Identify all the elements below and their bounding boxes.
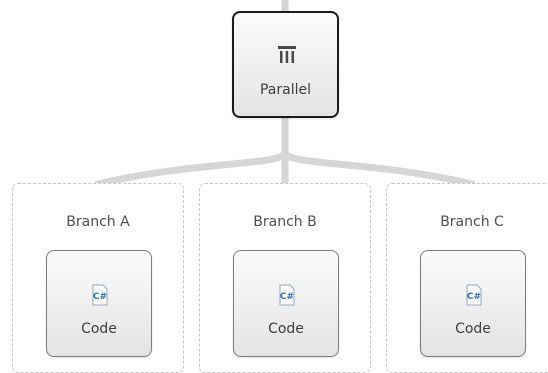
branch-title: Branch A — [66, 214, 130, 230]
branch-title: Branch B — [253, 214, 317, 230]
code-activity[interactable]: C# Code — [233, 250, 339, 357]
connector-branch-a — [94, 114, 289, 188]
connector-branch-c — [281, 148, 476, 188]
branch-connectors — [94, 0, 476, 188]
code-label: Code — [455, 321, 491, 337]
code-activity[interactable]: C# Code — [46, 250, 152, 357]
csharp-icon: C# — [466, 284, 482, 306]
svg-text:C#: C# — [93, 292, 107, 302]
code-activity[interactable]: C# Code — [420, 250, 526, 357]
parallel-activity[interactable]: Parallel — [232, 11, 339, 118]
parallel-label: Parallel — [259, 82, 311, 98]
svg-text:C#: C# — [280, 292, 294, 302]
branch-c-container[interactable]: Branch C C# Code — [386, 183, 548, 373]
csharp-icon: C# — [92, 284, 108, 306]
parallel-icon — [278, 46, 296, 63]
code-label: Code — [81, 321, 117, 337]
csharp-icon: C# — [279, 284, 295, 306]
branch-a-container[interactable]: Branch A C# Code — [12, 183, 184, 373]
branch-b-container[interactable]: Branch B C# Code — [199, 183, 371, 373]
branch-title: Branch C — [440, 214, 504, 230]
code-label: Code — [268, 321, 304, 337]
svg-text:C#: C# — [467, 292, 481, 302]
